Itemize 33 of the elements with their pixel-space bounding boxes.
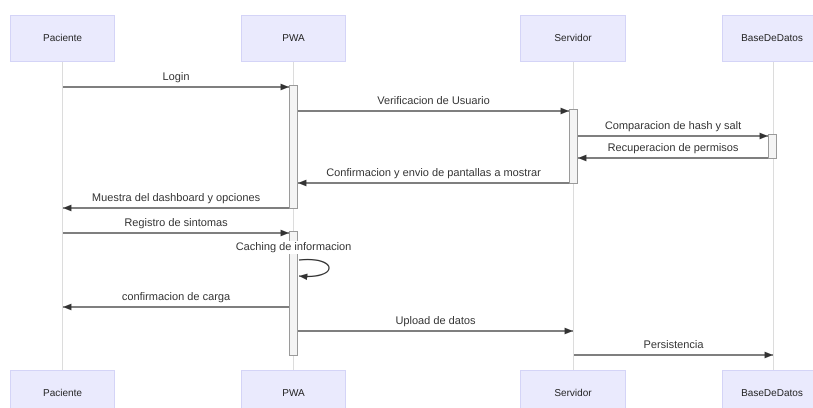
message-arrow xyxy=(298,258,330,280)
activation-bar xyxy=(289,85,298,209)
participant-box: Servidor xyxy=(520,15,626,62)
message-label: Recuperacion de permisos xyxy=(606,142,740,155)
participant-box: PWA xyxy=(241,370,346,408)
participant-box: BaseDeDatos xyxy=(722,370,813,408)
message-label: Login xyxy=(162,71,190,84)
message-label: confirmacion de carga xyxy=(120,291,232,304)
message-label: Confirmacion y envio de pantallas a mostrar xyxy=(325,167,542,180)
message-arrow xyxy=(578,154,768,162)
lifeline xyxy=(62,62,63,370)
message-arrow xyxy=(298,328,573,334)
message-arrow xyxy=(574,352,773,358)
message-arrow xyxy=(298,180,569,186)
message-arrow xyxy=(578,132,768,140)
message-label: Upload de datos xyxy=(394,315,477,328)
participant-box: Servidor xyxy=(520,370,626,408)
activation-bar xyxy=(569,109,578,184)
participant-box: Paciente xyxy=(10,15,115,62)
lifeline xyxy=(773,62,774,370)
message-label: Muestra del dashboard y opciones xyxy=(90,192,262,205)
message-arrow xyxy=(298,108,569,114)
participant-box: PWA xyxy=(241,15,346,62)
message-label: Caching de informacion xyxy=(234,241,352,254)
message-arrow xyxy=(63,204,289,212)
message-arrow xyxy=(63,230,289,236)
message-arrow xyxy=(63,84,289,90)
message-arrow xyxy=(63,304,289,310)
participant-box: BaseDeDatos xyxy=(722,15,813,62)
message-label: Registro de sintomas xyxy=(123,217,229,230)
activation-bar xyxy=(768,134,777,159)
participant-box: Paciente xyxy=(10,370,115,408)
message-label: Comparacion de hash y salt xyxy=(604,120,742,133)
